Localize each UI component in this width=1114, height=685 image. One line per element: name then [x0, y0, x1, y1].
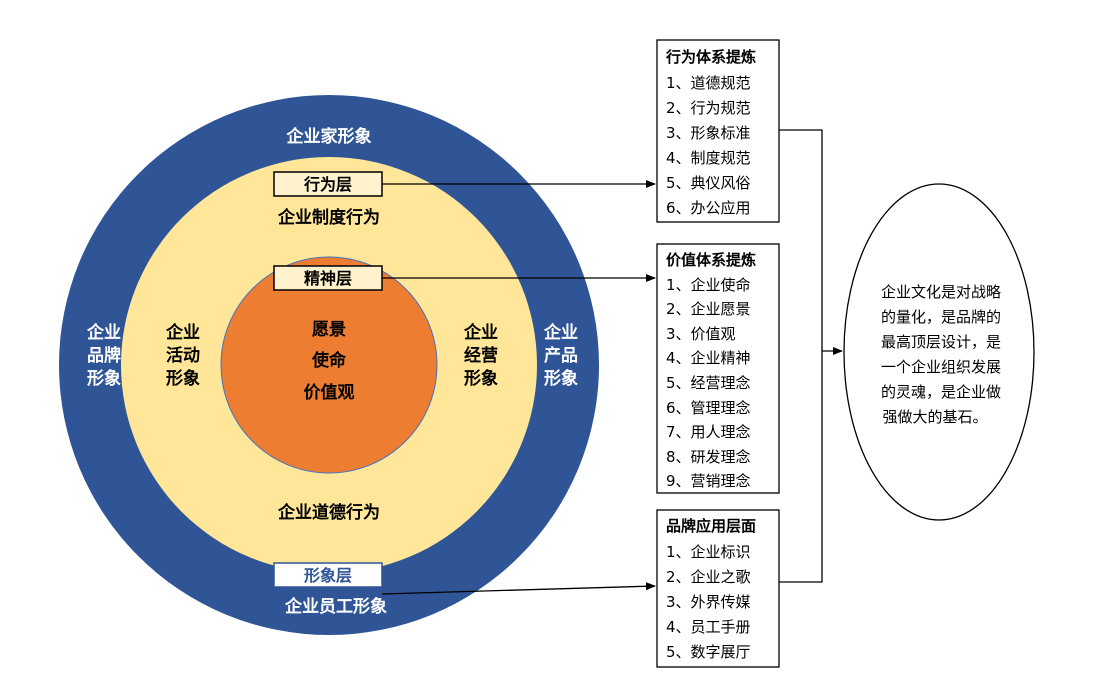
box-item: 5、典仪风俗	[666, 174, 751, 192]
behavior-system-box: 行为体系提炼 1、道德规范 2、行为规范 3、形象标准 4、制度规范 5、典仪风…	[656, 39, 780, 223]
box-item: 8、研发理念	[666, 448, 751, 466]
outer-left-label: 企业 品牌 形象	[86, 322, 121, 389]
box-title: 价值体系提炼	[666, 251, 756, 269]
svg-text:形象: 形象	[464, 368, 498, 389]
box-item: 6、办公应用	[666, 199, 751, 217]
svg-text:经营: 经营	[464, 345, 498, 366]
core-circle	[220, 256, 438, 474]
outer-bottom-label: 企业员工形象	[284, 596, 387, 617]
box-item: 2、企业之歌	[666, 568, 751, 586]
svg-text:精神层: 精神层	[304, 269, 352, 288]
summary-ellipse: 企业文化是对战略 的量化，是品牌的 最高顶层设计，是 一个企业组织发展 的灵魂，…	[843, 183, 1035, 521]
box-item: 5、经营理念	[666, 374, 751, 392]
box-item: 4、企业精神	[666, 349, 751, 367]
svg-text:产品: 产品	[544, 345, 578, 366]
box-item: 1、企业使命	[666, 276, 751, 294]
svg-text:企业: 企业	[86, 322, 121, 343]
summary-line: 企业文化是对战略	[881, 283, 1001, 301]
image-arrow	[381, 582, 656, 595]
svg-text:形象: 形象	[87, 368, 121, 389]
svg-text:活动: 活动	[166, 345, 200, 366]
outer-right-label: 企业 产品 形象	[543, 322, 578, 389]
summary-line: 的灵魂，是企业做	[881, 383, 1001, 401]
outer-top-label: 企业家形象	[286, 126, 372, 147]
svg-text:行为层: 行为层	[303, 175, 352, 194]
spirit-layer-label: 精神层	[273, 265, 383, 291]
svg-text:使命: 使命	[311, 350, 347, 371]
svg-text:企业: 企业	[463, 322, 498, 343]
svg-text:企业: 企业	[543, 322, 578, 343]
summary-line: 的量化，是品牌的	[881, 308, 1001, 326]
box-title: 品牌应用层面	[666, 517, 756, 535]
summary-line: 强做大的基石。	[882, 408, 987, 426]
value-system-box: 价值体系提炼 1、企业使命 2、企业愿景 3、价值观 4、企业精神 5、经营理念…	[656, 243, 780, 494]
box-item: 1、道德规范	[666, 74, 751, 92]
svg-text:愿景: 愿景	[312, 320, 346, 340]
brand-application-box: 品牌应用层面 1、企业标识 2、企业之歌 3、外界传媒 4、员工手册 5、数字展…	[656, 509, 780, 668]
box-item: 5、数字展厅	[666, 643, 751, 661]
box-item: 4、制度规范	[666, 149, 751, 167]
box-title: 行为体系提炼	[665, 48, 756, 66]
middle-bottom-label: 企业道德行为	[277, 502, 380, 523]
core-label: 愿景 使命 价值观	[304, 320, 355, 403]
middle-top-label: 企业制度行为	[277, 207, 380, 228]
svg-text:企业: 企业	[165, 322, 200, 343]
box-item: 9、营销理念	[666, 472, 751, 490]
middle-right-label: 企业 经营 形象	[463, 322, 498, 389]
svg-text:形象: 形象	[544, 368, 578, 389]
bracket-connector	[779, 129, 823, 583]
summary-line: 最高顶层设计，是	[881, 333, 1001, 351]
box-item: 1、企业标识	[666, 543, 751, 561]
box-item: 2、企业愿景	[666, 300, 751, 318]
svg-text:形象: 形象	[166, 368, 200, 389]
box-item: 3、外界传媒	[666, 593, 751, 611]
box-item: 6、管理理念	[666, 399, 751, 417]
middle-left-label: 企业 活动 形象	[165, 322, 200, 389]
svg-text:价值观: 价值观	[304, 382, 355, 403]
box-item: 3、价值观	[666, 325, 736, 343]
image-layer-label: 形象层	[273, 562, 383, 588]
svg-text:形象层: 形象层	[304, 566, 352, 585]
summary-line: 一个企业组织发展	[881, 358, 1001, 376]
box-item: 4、员工手册	[666, 618, 751, 636]
svg-text:品牌: 品牌	[87, 345, 121, 366]
behavior-layer-label: 行为层	[273, 171, 383, 197]
box-item: 2、行为规范	[666, 99, 751, 117]
box-item: 7、用人理念	[666, 423, 751, 441]
box-item: 3、形象标准	[666, 124, 751, 142]
